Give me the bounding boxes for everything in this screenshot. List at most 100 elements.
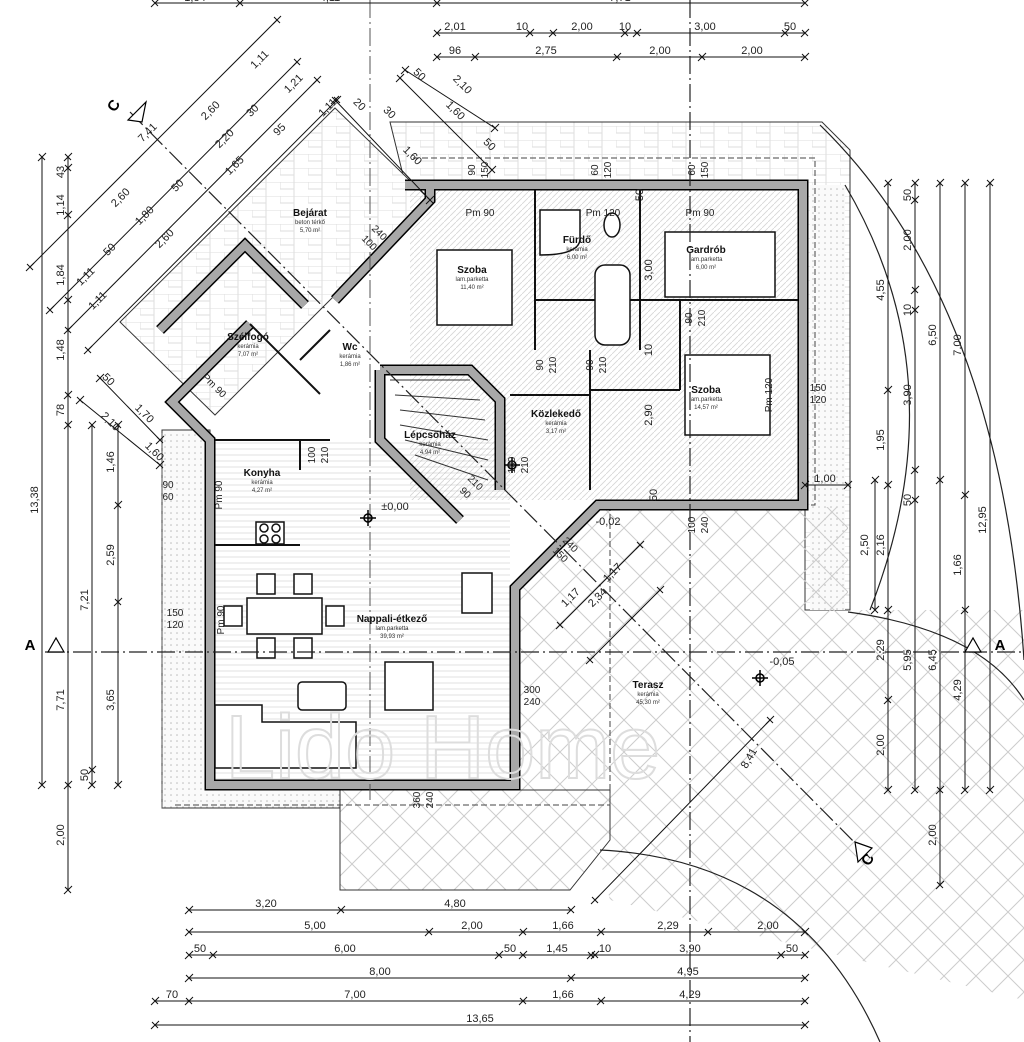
opening-width: 100 [307,446,318,463]
dimension-label: 1,66 [552,989,573,1001]
dimension-tick [566,905,576,915]
dimension-tick [150,0,159,8]
dimension-tick [776,950,786,960]
dimension-label: 1,84 [55,264,67,285]
dimension-tick [960,178,970,188]
room-floor: lam.parketta [455,277,489,283]
dimension-tick [800,52,810,62]
dimension-tick [494,950,504,960]
dimension-label: 2,00 [757,920,778,932]
dimension-tick [487,165,497,175]
window-label: Pm 120 [586,208,621,219]
dimension-tick [63,152,73,162]
dimension-label: 50 [786,943,798,955]
opening-width: 90 [162,480,174,491]
opening-height: 240 [524,697,541,708]
section-lines [45,0,1024,1042]
dimension-tick [985,178,995,188]
dimension-tick [37,152,47,162]
dimension-label: 12,95 [977,506,989,534]
dimension-label: 1,11 [248,48,271,71]
opening-width: 90 [535,359,546,371]
dimension-label: 4,95 [677,966,698,978]
dimension-tick [985,785,995,795]
dimension-line [87,99,338,351]
room-area: 14,57 m² [694,405,718,411]
dimension-tick [697,52,707,62]
dimension-tick [800,1020,810,1030]
dimension-line [399,77,493,171]
dimension-tick [883,695,893,705]
dimension-tick [63,780,73,790]
dimension-label: 13,38 [29,486,41,514]
dimension-line [29,19,278,268]
dimension-tick [63,885,73,895]
room-area: 45,30 m² [636,700,660,706]
dimension-tick [800,480,810,490]
dimension-tick [960,490,970,500]
shower [539,209,581,256]
dimension-label: 50 [504,943,516,955]
dimension-tick [612,52,622,62]
dimension-line [79,399,161,466]
dimension-label: 1,60 [443,99,467,123]
dimension-tick [184,973,194,983]
dimension-label: 4,29 [952,679,964,700]
dimension-tick [490,123,500,133]
dimension-label: 7,21 [79,589,91,610]
dimension-tick [425,195,435,205]
room-name: Konyha [244,468,281,479]
dimension-label: 7,71 [609,0,630,4]
room-name: Lépcsőház [404,430,456,441]
dimension-label: 1,84 [184,0,205,4]
dimension-tick [843,480,853,490]
dimension-tick [113,780,123,790]
dimension-tick [518,927,528,937]
section-marker-label: A [25,637,36,654]
dimension-label: 5,00 [304,920,325,932]
dimension-label: 1,66 [952,554,964,575]
dimension-tick [800,973,810,983]
dimension-line [594,719,771,901]
dimension-tick [555,620,565,630]
dimension-tick [113,500,123,510]
dimension-label: 2,00 [927,824,939,845]
opening-width: 300 [524,685,541,696]
dimension-label: 3,20 [255,898,276,910]
opening-height: 210 [320,446,331,463]
opening-height: 240 [425,791,436,808]
dimension-label: 2,20 [213,127,237,151]
room-floor: kerámia [237,344,259,350]
watermark: Lido Home [225,698,660,798]
dimension-tick [37,780,47,790]
room-name: Szoba [457,265,487,276]
bed-left [436,249,513,326]
dimension-label: 3,00 [643,259,655,280]
dimension-label: 2,29 [657,920,678,932]
dimension-tick [113,420,123,430]
dimension-tick [184,927,194,937]
opening-width: 150 [810,383,827,394]
dimension-line [49,61,298,311]
dimension-label: 2,00 [649,45,670,57]
dimension-label: 2,00 [461,920,482,932]
dimension-label: 1,95 [875,429,887,450]
dimension-tick [935,475,945,485]
opening-width: 150 [167,608,184,619]
room-floor: kerámia [545,421,567,427]
room-floor: beton térkő [295,220,326,226]
dimension-tick [63,210,73,220]
room-name: Bejárat [293,208,328,219]
dimension-tick [960,785,970,795]
dimension-label: 2,60 [153,227,177,251]
dimension-label: 3,65 [105,689,117,710]
dimension-label: 30 [244,102,261,119]
dimension-tick [935,178,945,188]
dimension-tick [87,780,97,790]
dimension-tick [113,597,123,607]
walls [156,179,809,791]
dimension-label: 4,55 [875,279,887,300]
opening-width: 90 [585,359,596,371]
dimension-label: 20 [351,96,368,113]
dimension-tick [432,52,442,62]
